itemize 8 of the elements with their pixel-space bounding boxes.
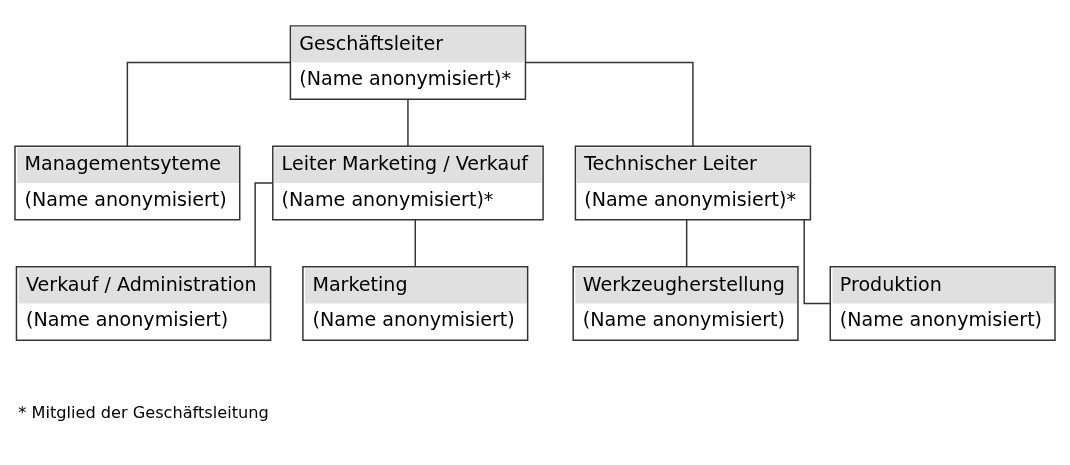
connector <box>803 218 831 304</box>
connector <box>126 61 291 147</box>
connector <box>685 218 688 267</box>
connector <box>407 98 409 147</box>
connector <box>524 61 694 147</box>
label: * Mitglied der Geschäftsleitung <box>18 402 269 422</box>
connector <box>254 181 274 267</box>
connector <box>414 218 416 267</box>
